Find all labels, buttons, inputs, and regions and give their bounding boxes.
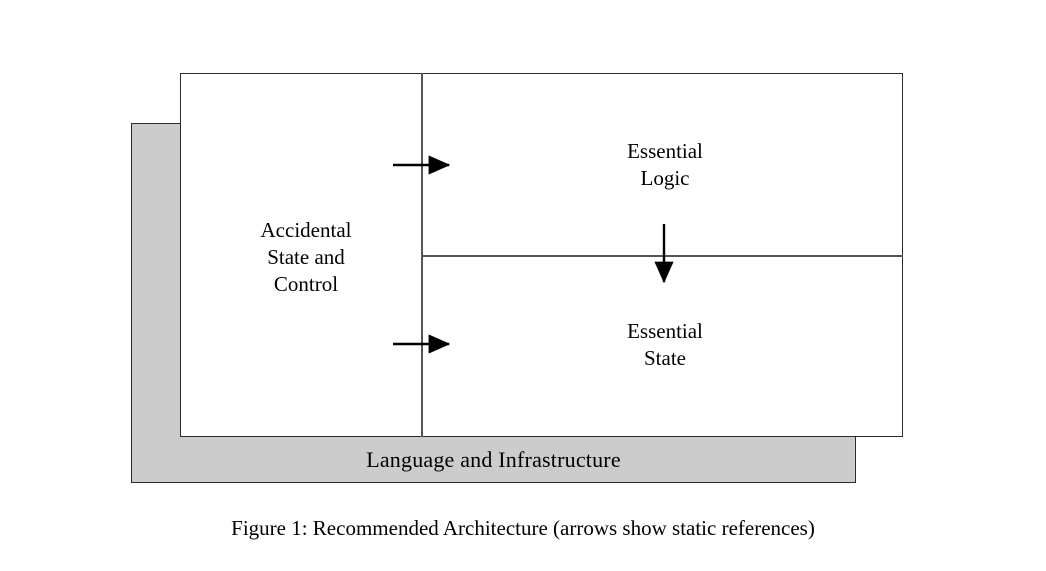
divider-horizontal-logic-state xyxy=(421,255,903,257)
label-language-and-infrastructure: Language and Infrastructure xyxy=(366,447,621,472)
figure-caption: Figure 1: Recommended Architecture (arro… xyxy=(231,516,815,540)
label-accidental-state-and-control: Accidental State and Control xyxy=(260,218,352,296)
label-essential-state: Essential State xyxy=(627,319,703,370)
label-essential-logic: Essential Logic xyxy=(627,139,703,190)
